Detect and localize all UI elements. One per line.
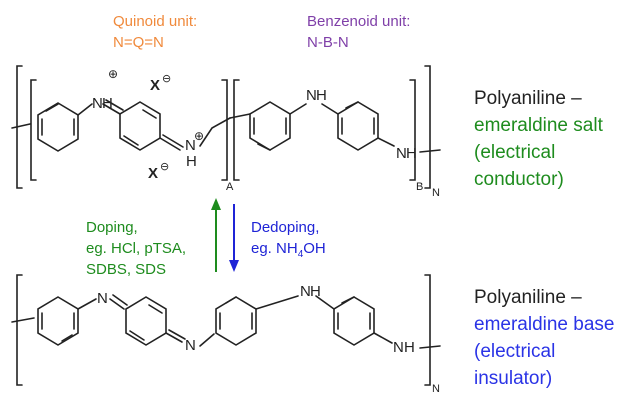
base-atom-n2: N — [185, 337, 196, 354]
base-atom-n3: N — [300, 283, 311, 300]
base-atom-n1: N — [97, 290, 108, 307]
quinoid-formula: N=Q=N — [113, 34, 164, 51]
salt-charge-plus-1: ⊕ — [108, 67, 118, 81]
salt-charge-minus-2: ⊖ — [160, 161, 169, 173]
salt-bracket-a-left — [30, 79, 37, 181]
base-property-line2: insulator) — [474, 368, 553, 389]
salt-name: Polyaniline – — [474, 88, 582, 109]
salt-bracket-b-left — [233, 79, 240, 181]
dedoping-line1: Dedoping, — [251, 219, 320, 236]
base-ring-4 — [333, 296, 375, 346]
doping-line1: Doping, — [86, 219, 138, 236]
doping-line2: eg. HCl, pTSA, — [86, 240, 187, 257]
salt-counterion-2: X — [148, 165, 158, 182]
salt-bracket-a-right — [221, 79, 228, 181]
salt-atom-h1: H — [102, 95, 113, 112]
dedoping-line2: eg. NH4OH — [251, 240, 326, 260]
salt-atom-n3: N — [306, 87, 317, 104]
salt-atom-h3: H — [316, 87, 327, 104]
base-property-line1: (electrical — [474, 341, 556, 362]
salt-bracket-b-right — [409, 79, 416, 181]
base-atom-n4: N — [393, 339, 404, 356]
base-bracket-left — [16, 274, 23, 386]
salt-outer-bracket-right — [424, 65, 431, 189]
salt-charge-minus-1: ⊖ — [162, 73, 171, 85]
salt-property-line1: (electrical — [474, 142, 556, 163]
quinoid-title: Quinoid unit: — [113, 13, 198, 30]
salt-ring-2-quinoid — [119, 101, 161, 151]
base-ring-1 — [37, 296, 79, 346]
base-atom-h3: H — [310, 283, 321, 300]
salt-subscript-b: B — [416, 181, 423, 193]
salt-atom-n2: N — [185, 137, 196, 154]
salt-charge-plus-2: ⊕ — [194, 129, 204, 143]
benzenoid-title: Benzenoid unit: — [307, 13, 411, 30]
base-subscript-n: N — [432, 383, 440, 395]
salt-atom-h2: H — [186, 153, 197, 170]
salt-atom-n1: N — [92, 95, 103, 112]
salt-type: emeraldine salt — [474, 115, 603, 136]
base-ring-3 — [215, 296, 257, 346]
base-type: emeraldine base — [474, 314, 615, 335]
base-ring-2-quinoid — [125, 296, 167, 346]
salt-atom-h4: H — [406, 145, 417, 162]
salt-ring-1 — [37, 102, 79, 152]
benzenoid-formula: N-B-N — [307, 34, 349, 51]
salt-counterion-1: X — [150, 77, 160, 94]
base-atom-h4: H — [404, 339, 415, 356]
salt-ring-4 — [337, 101, 379, 151]
doping-line3: SDBS, SDS — [86, 261, 167, 278]
base-name: Polyaniline – — [474, 287, 582, 308]
salt-subscript-n: N — [432, 187, 440, 199]
salt-atom-n4: N — [396, 145, 407, 162]
salt-property-line2: conductor) — [474, 169, 564, 190]
base-bracket-right — [424, 274, 431, 386]
salt-subscript-a: A — [226, 181, 234, 193]
salt-ring-3 — [249, 101, 291, 151]
